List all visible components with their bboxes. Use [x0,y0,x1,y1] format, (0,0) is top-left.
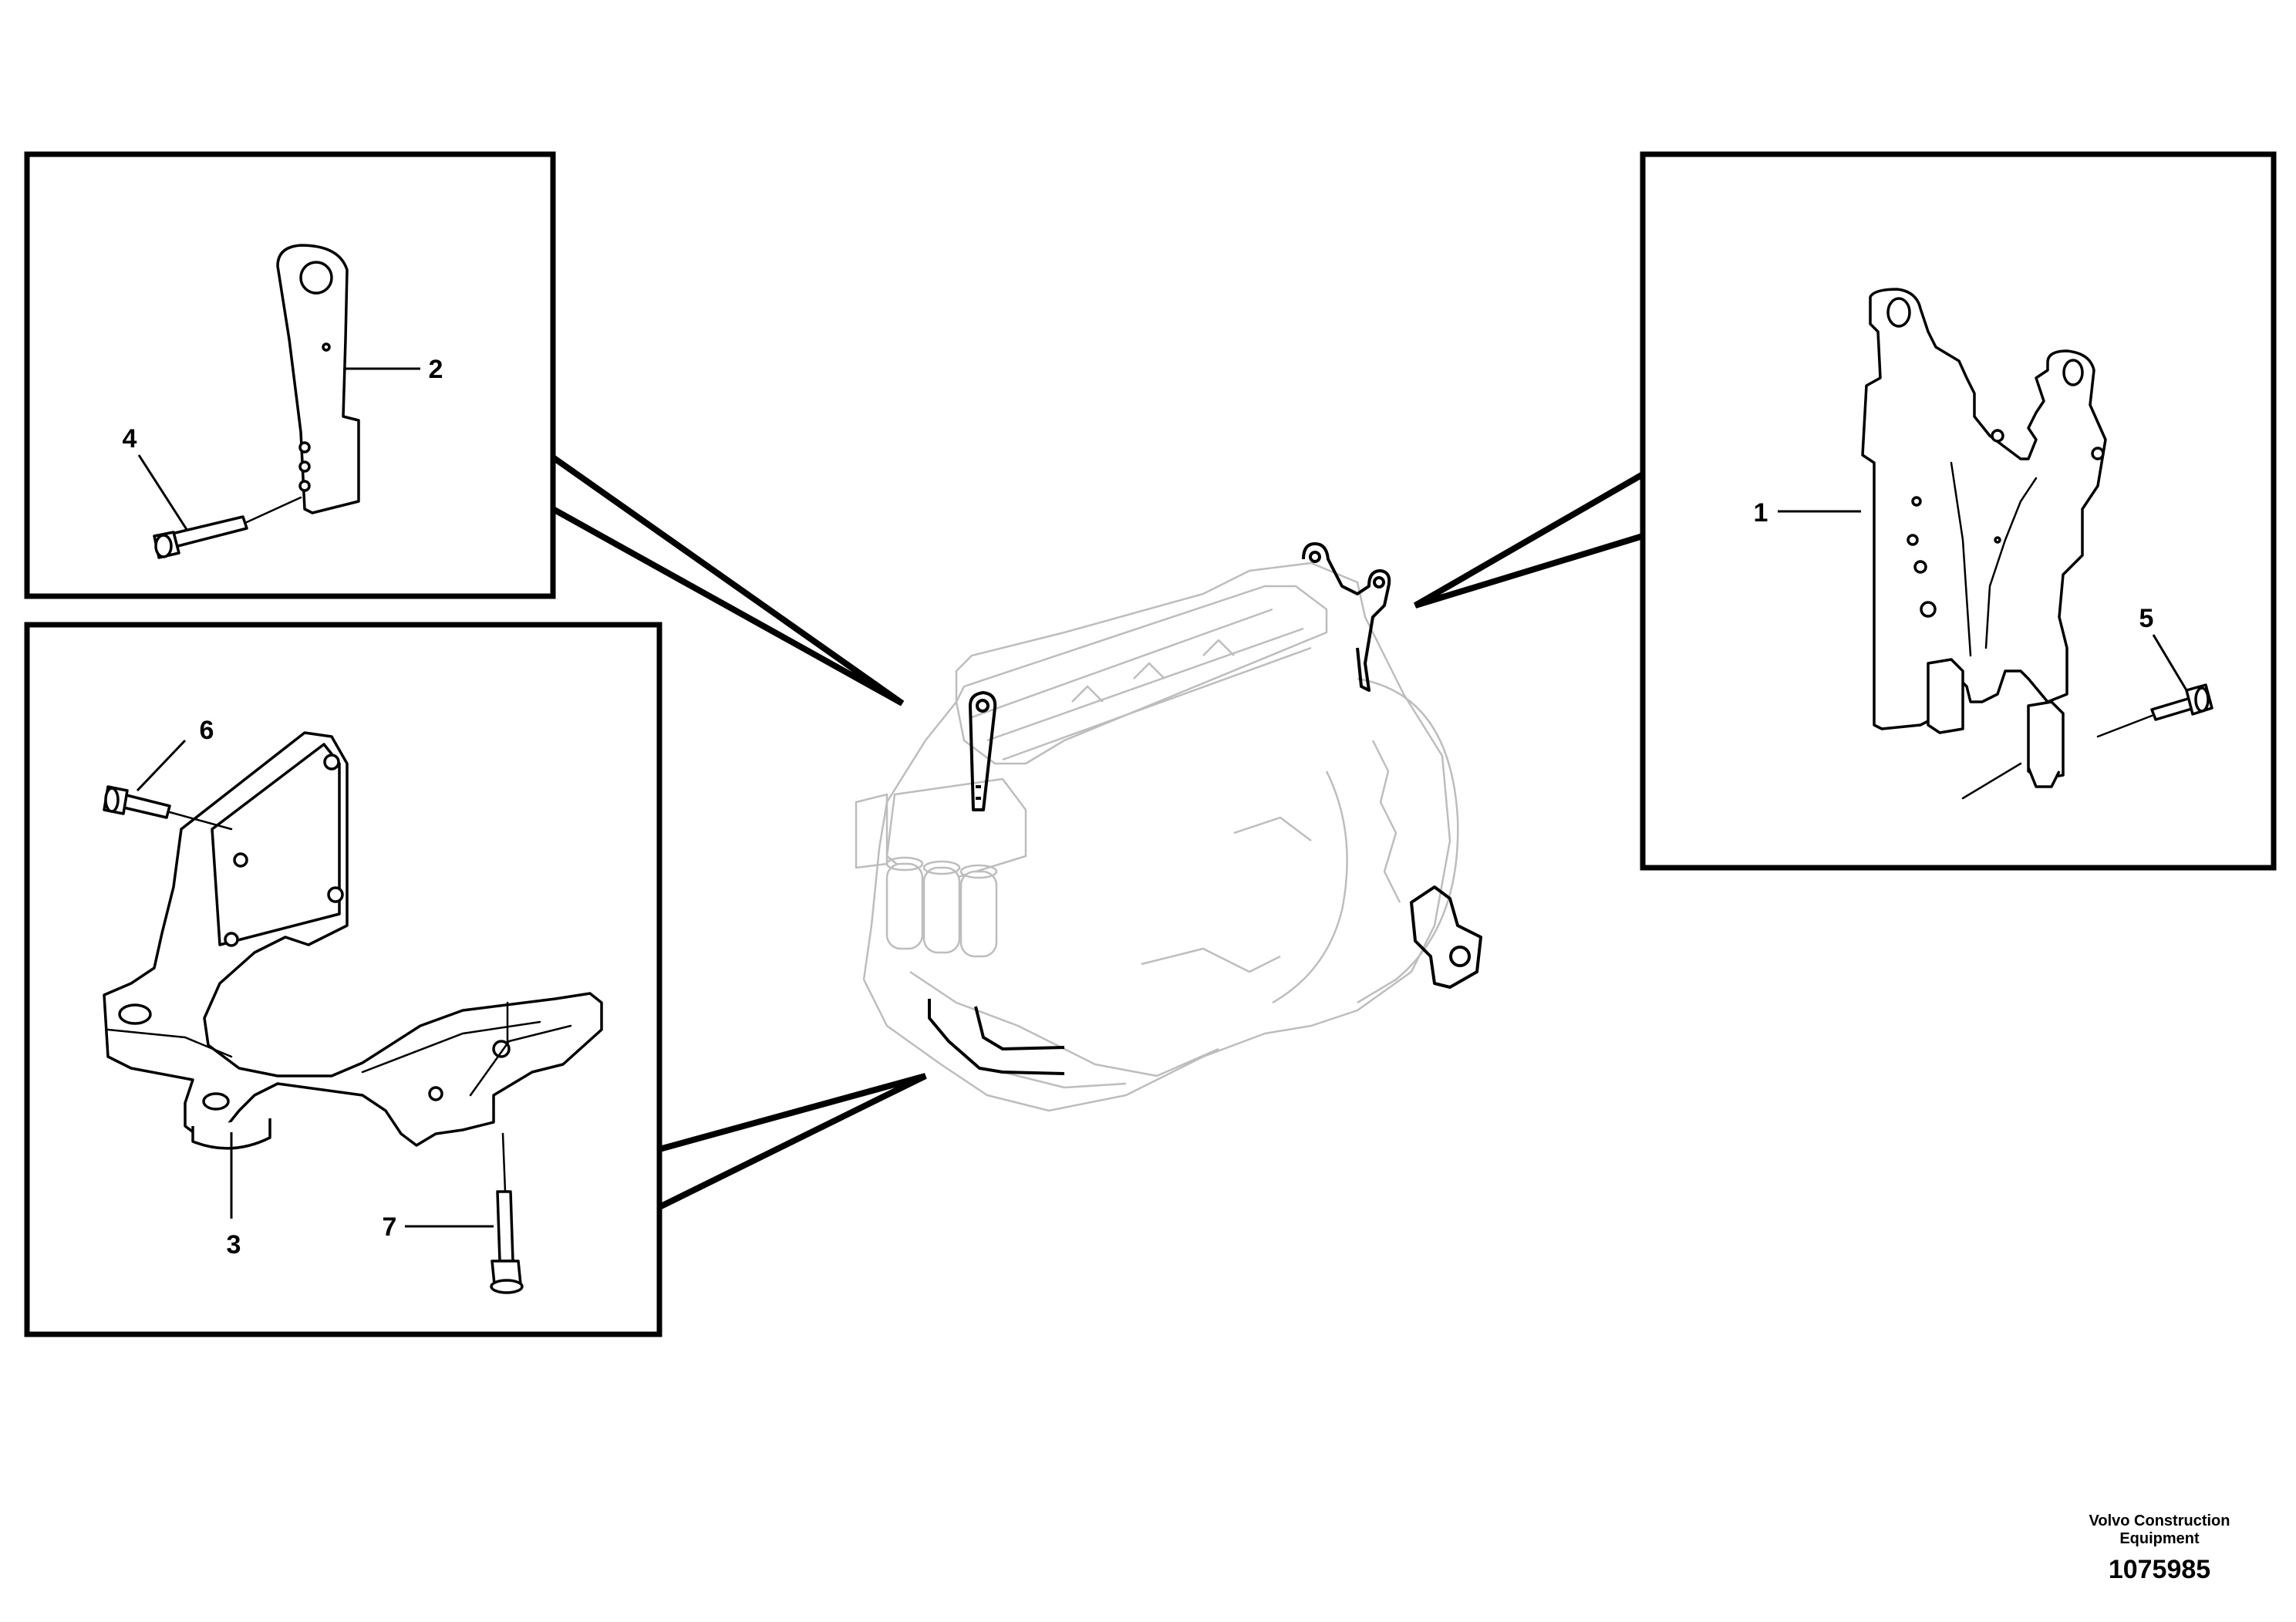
callout-7: 7 [383,1212,397,1242]
callout-4: 4 [123,424,137,454]
callout-5: 5 [2139,604,2154,633]
callout-3: 3 [227,1230,241,1259]
leader-5 [2152,634,2188,691]
figure-number: 1075985 [2109,1555,2210,1584]
engine-mount-bracket-icon [103,731,603,1150]
leader-6 [136,739,187,792]
detail-box-front-engine-mount: 3 6 7 [24,622,663,1337]
detail-box-rear-lifting-bracket: 1 5 [1640,151,2277,871]
footer: Volvo Construction Equipment 1075985 [2089,1512,2230,1584]
bolt-part-6-icon [103,785,233,831]
pointer-lines [551,454,1644,1210]
leader-4 [137,454,189,531]
rear-lifting-bracket-icon [1861,288,2107,788]
company-name-line1: Volvo Construction [2089,1512,2230,1529]
bolt-part-7-icon [490,1001,524,1294]
callout-2: 2 [429,355,443,384]
callout-6: 6 [200,716,214,745]
bolt-part-5-icon [1961,683,2213,800]
lifting-eye-bracket-icon [276,244,360,514]
bolt-part-4-icon [153,496,302,559]
engine-highlighted-parts [928,542,1482,1075]
company-name-line2: Equipment [2119,1530,2200,1547]
engine-ghost-illustration [855,561,1459,1112]
detail-box-front-lifting-eye: 2 4 [24,151,556,599]
callout-1: 1 [1754,498,1768,528]
